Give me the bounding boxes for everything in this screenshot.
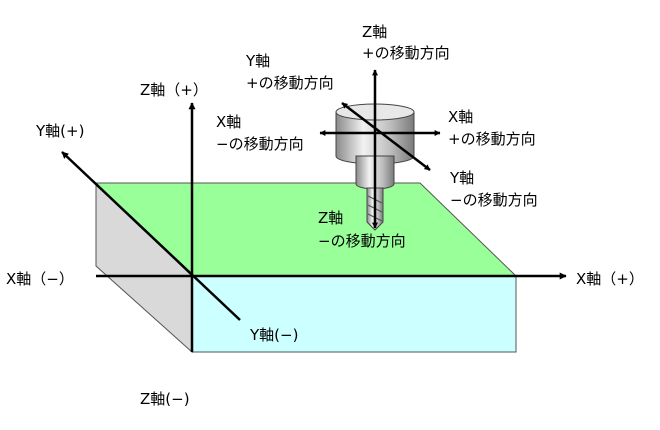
svg-text:X軸: X軸 <box>216 113 241 131</box>
svg-text:+の移動方向: +の移動方向 <box>362 44 450 62</box>
y-axis-minus-label: Y軸(−) <box>249 326 298 344</box>
tool-y-arrow <box>341 102 431 171</box>
svg-text:Z軸: Z軸 <box>362 23 387 41</box>
workpiece-block <box>94 181 518 354</box>
tool-direction-arrows <box>319 69 441 229</box>
main-axes <box>61 102 567 352</box>
y-axis-line <box>61 151 241 321</box>
x-axis-minus-label: X軸（−） <box>6 270 74 288</box>
svg-text:Z軸: Z軸 <box>318 209 343 227</box>
tool-y-minus-label: Y軸 −の移動方向 <box>449 169 538 209</box>
workpiece-front-face <box>191 275 517 353</box>
x-axis-plus-label: X軸（+） <box>576 270 644 288</box>
svg-text:−の移動方向: −の移動方向 <box>318 232 406 250</box>
tool-y-plus-label: Y軸 +の移動方向 <box>245 52 334 92</box>
tool-z-plus-label: Z軸 +の移動方向 <box>362 23 450 62</box>
svg-text:−の移動方向: −の移動方向 <box>216 135 304 153</box>
z-axis-minus-label: Z軸(−) <box>140 390 190 408</box>
svg-text:−の移動方向: −の移動方向 <box>450 191 538 209</box>
tool-z-minus-label: Z軸 −の移動方向 <box>318 209 406 250</box>
y-axis-plus-label: Y軸(+) <box>35 122 84 140</box>
tool-x-plus-label: X軸 +の移動方向 <box>448 108 536 148</box>
svg-text:X軸: X軸 <box>448 108 473 126</box>
tool-x-minus-label: X軸 −の移動方向 <box>216 113 304 153</box>
z-axis-plus-label: Z軸（+） <box>140 81 208 99</box>
svg-text:Y軸: Y軸 <box>449 169 474 187</box>
svg-text:+の移動方向: +の移動方向 <box>448 130 536 148</box>
svg-text:Y軸: Y軸 <box>245 52 270 70</box>
svg-text:+の移動方向: +の移動方向 <box>246 74 334 92</box>
